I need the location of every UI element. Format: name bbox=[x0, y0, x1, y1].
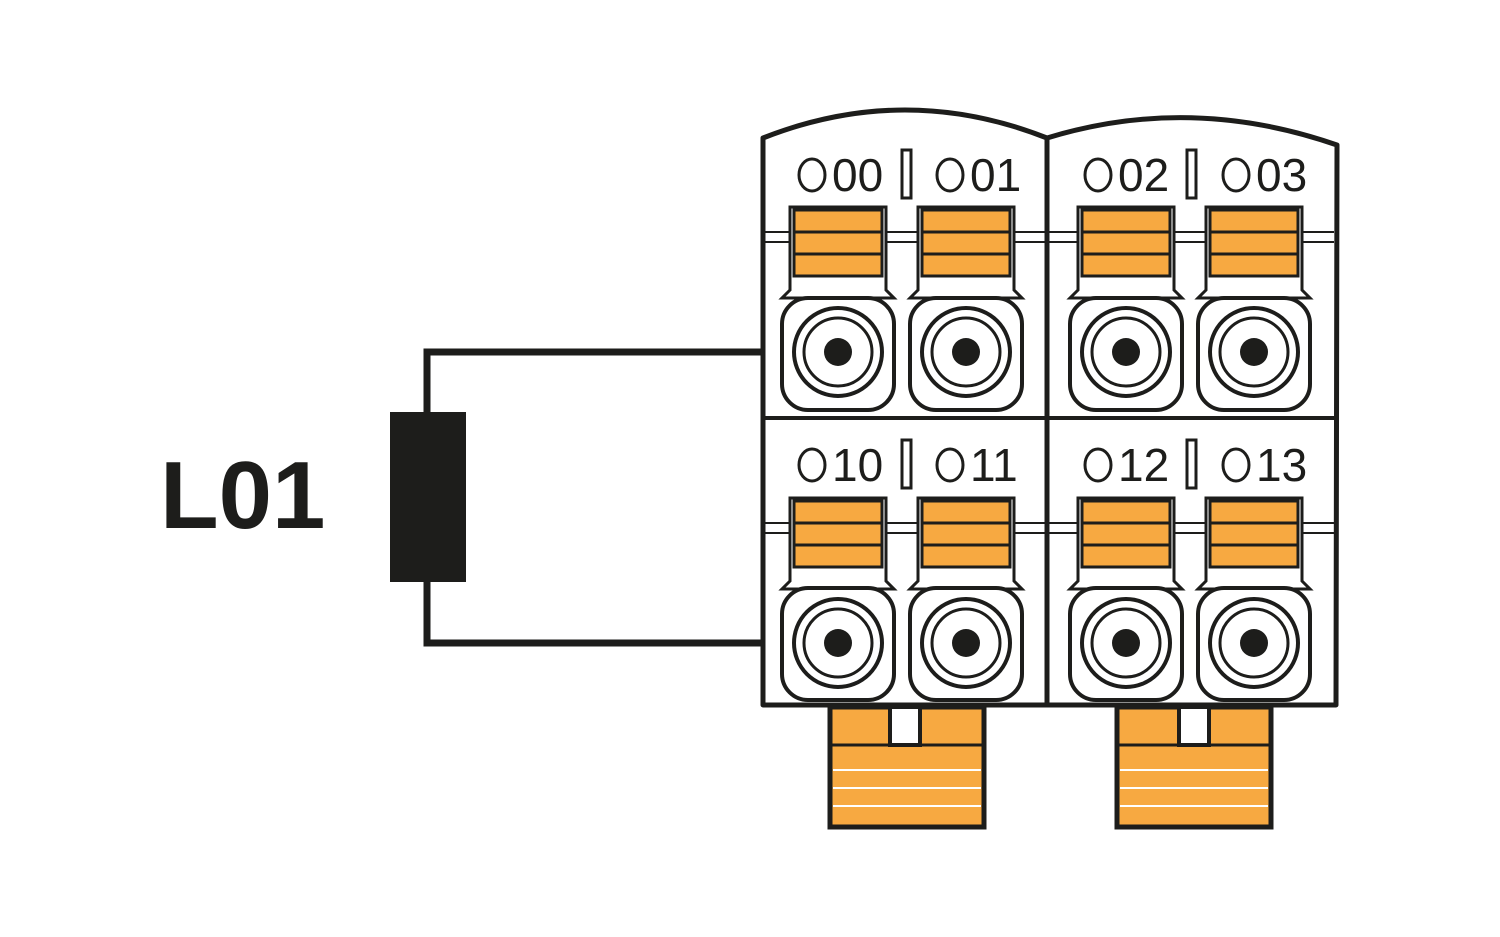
terminal-11[interactable] bbox=[906, 496, 1026, 702]
terminal-00-wire-entry[interactable] bbox=[792, 306, 884, 398]
terminal-10[interactable] bbox=[778, 496, 898, 702]
terminal-13[interactable] bbox=[1194, 496, 1314, 702]
marker-ring-01 bbox=[935, 157, 965, 193]
marker-ring-11 bbox=[935, 447, 965, 483]
terminal-label-02: 02 bbox=[1118, 149, 1169, 201]
terminal-02[interactable] bbox=[1066, 205, 1186, 412]
terminal-label-13: 13 bbox=[1256, 439, 1307, 491]
terminal-02-wire-entry[interactable] bbox=[1080, 306, 1172, 398]
terminal-12[interactable] bbox=[1066, 496, 1186, 702]
terminal-01[interactable] bbox=[906, 205, 1026, 412]
terminal-label-00: 00 bbox=[832, 149, 883, 201]
terminal-12-push-button[interactable] bbox=[1080, 499, 1172, 569]
terminal-02-push-button[interactable] bbox=[1080, 208, 1172, 278]
marker-ring-13 bbox=[1221, 447, 1251, 483]
marker-ring-10 bbox=[797, 447, 827, 483]
terminal-label-11: 11 bbox=[970, 439, 1018, 491]
terminal-block: 00 01 02 03 10 11 12 13 bbox=[760, 107, 1340, 830]
separator-10-11 bbox=[900, 438, 913, 490]
terminal-01-wire-entry[interactable] bbox=[920, 306, 1012, 398]
terminal-13-wire-entry[interactable] bbox=[1208, 597, 1300, 689]
wire-top bbox=[423, 348, 838, 415]
marker-ring-00 bbox=[797, 157, 827, 193]
terminal-00[interactable] bbox=[778, 205, 898, 412]
pair-separators bbox=[900, 148, 1198, 490]
terminal-markers bbox=[797, 157, 1251, 483]
marker-ring-12 bbox=[1083, 447, 1113, 483]
separator-02-03 bbox=[1185, 148, 1198, 200]
terminal-12-wire-entry[interactable] bbox=[1080, 597, 1172, 689]
terminal-housing bbox=[760, 107, 1340, 708]
separator-00-01 bbox=[900, 148, 913, 200]
release-tab-left[interactable] bbox=[827, 704, 987, 830]
terminal-11-wire-entry[interactable] bbox=[920, 597, 1012, 689]
marker-ring-03 bbox=[1221, 157, 1251, 193]
separator-12-13 bbox=[1185, 438, 1198, 490]
load-component bbox=[390, 412, 466, 582]
release-tab-right[interactable] bbox=[1114, 704, 1274, 830]
load-label: L01 bbox=[160, 442, 325, 549]
marker-ring-02 bbox=[1083, 157, 1113, 193]
terminal-label-01: 01 bbox=[970, 149, 1021, 201]
terminal-03-wire-entry[interactable] bbox=[1208, 306, 1300, 398]
terminal-labels: 00 01 02 03 10 11 12 13 bbox=[832, 149, 1307, 491]
terminal-00-push-button[interactable] bbox=[792, 208, 884, 278]
wiring bbox=[423, 348, 838, 647]
terminal-10-wire-entry[interactable] bbox=[792, 597, 884, 689]
terminal-label-10: 10 bbox=[832, 439, 883, 491]
terminal-13-push-button[interactable] bbox=[1208, 499, 1300, 569]
terminal-03-push-button[interactable] bbox=[1208, 208, 1300, 278]
terminal-03[interactable] bbox=[1194, 205, 1314, 412]
terminal-label-03: 03 bbox=[1256, 149, 1307, 201]
terminal-01-push-button[interactable] bbox=[920, 208, 1012, 278]
terminal-label-12: 12 bbox=[1118, 439, 1169, 491]
terminal-11-push-button[interactable] bbox=[920, 499, 1012, 569]
wire-bottom bbox=[423, 582, 838, 647]
terminal-10-push-button[interactable] bbox=[792, 499, 884, 569]
